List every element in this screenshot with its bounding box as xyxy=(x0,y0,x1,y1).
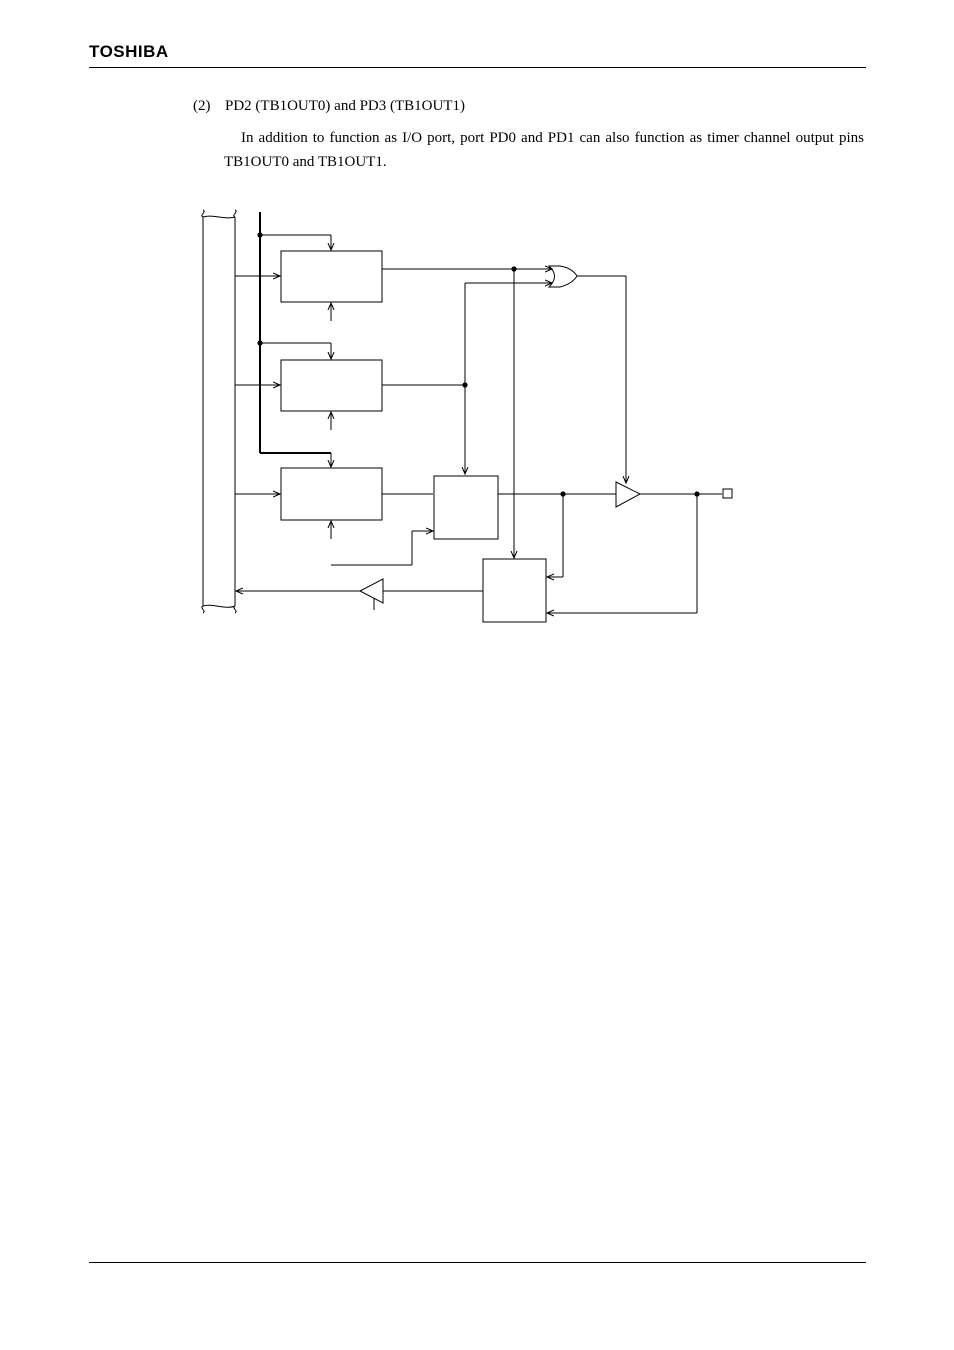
register-block-2 xyxy=(280,359,383,412)
junction-dot xyxy=(257,340,263,346)
section-paragraph: In addition to function as I/O port, por… xyxy=(224,130,864,170)
output-pin xyxy=(722,488,733,499)
footer-rule xyxy=(89,1262,866,1263)
read-selector-block xyxy=(482,558,547,623)
register-block-1 xyxy=(280,250,383,303)
junction-dot xyxy=(257,232,263,238)
section-number: (2) xyxy=(193,98,211,114)
section-title: PD2 (TB1OUT0) and PD3 (TB1OUT1) xyxy=(225,98,465,114)
output-buffer xyxy=(615,481,642,508)
junction-dot xyxy=(462,382,468,388)
register-block-3 xyxy=(280,467,383,521)
input-buffer xyxy=(358,578,384,604)
junction-dot xyxy=(694,491,700,497)
junction-dot xyxy=(511,266,517,272)
junction-dot xyxy=(560,491,566,497)
header-rule xyxy=(89,67,866,68)
section-heading: (2) PD2 (TB1OUT0) and PD3 (TB1OUT1) xyxy=(193,98,465,115)
brand-logo: TOSHIBA xyxy=(89,42,169,61)
internal-bus xyxy=(201,209,237,614)
selector-block xyxy=(433,475,499,540)
or-gate xyxy=(547,265,578,288)
